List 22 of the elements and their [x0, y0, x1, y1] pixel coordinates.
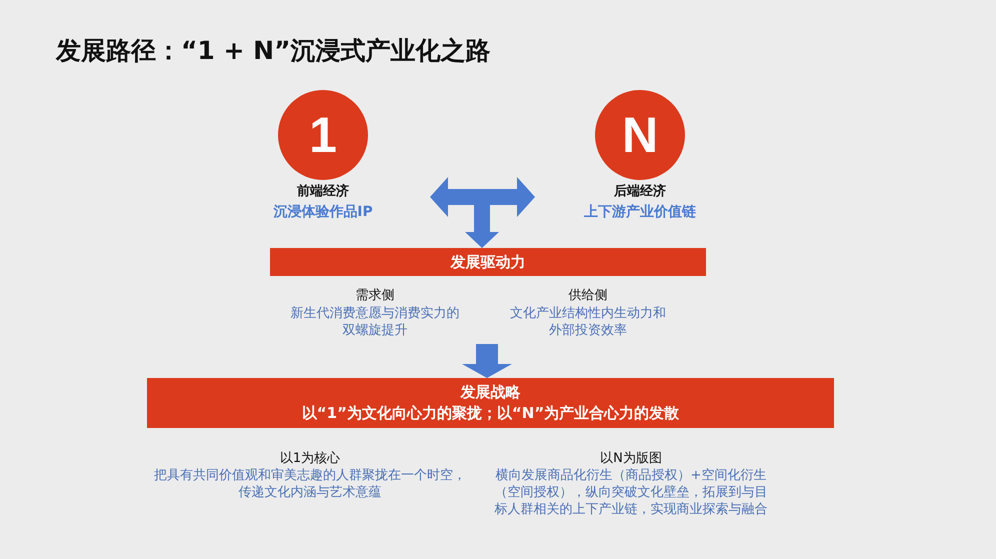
arrow [462, 344, 512, 378]
section-heading: 以1为核心 [278, 450, 342, 467]
double-arrow [430, 177, 535, 217]
title-banner [270, 248, 706, 276]
banner-text: 以“1”为文化向心力的聚拢；以“N”为产业合心力的发散 [302, 403, 680, 424]
slide-title: 发展路径：“1 + N”沉浸式产业化之路 [56, 35, 491, 67]
section-description: 把具有共同价值观和审美志趣的人群聚拢在一个时空，传递文化内涵与艺术意蕴 [153, 467, 467, 501]
section-description: 新生代消费意愿与消费实力的双螺旋提升 [290, 305, 460, 339]
banner-text: 1 [309, 110, 337, 160]
section-heading: 以N为版图 [599, 450, 663, 467]
banner-text: N [622, 110, 658, 160]
section-description: 文化产业结构性内生动力和外部投资效率 [509, 305, 667, 339]
section-description: 横向发展商品化衍生（商品授权）+空间化衍生（空间授权），纵向突破文化壁垒，拓展到与目标人群相关的上下产业链，实现商业探索与融合 [494, 467, 768, 518]
caption-subtitle: 沉浸体验作品IP [272, 203, 374, 222]
caption-subtitle: 上下游产业价值链 [583, 203, 697, 222]
caption-heading: 前端经济 [296, 182, 350, 201]
banner-text: 发展驱动力 [450, 252, 526, 272]
section-heading: 供给侧 [568, 287, 608, 304]
banner-text: 发展战略 [460, 382, 520, 403]
title-banner [147, 378, 834, 428]
caption-heading: 后端经济 [612, 182, 667, 201]
section-heading: 需求侧 [354, 287, 396, 304]
